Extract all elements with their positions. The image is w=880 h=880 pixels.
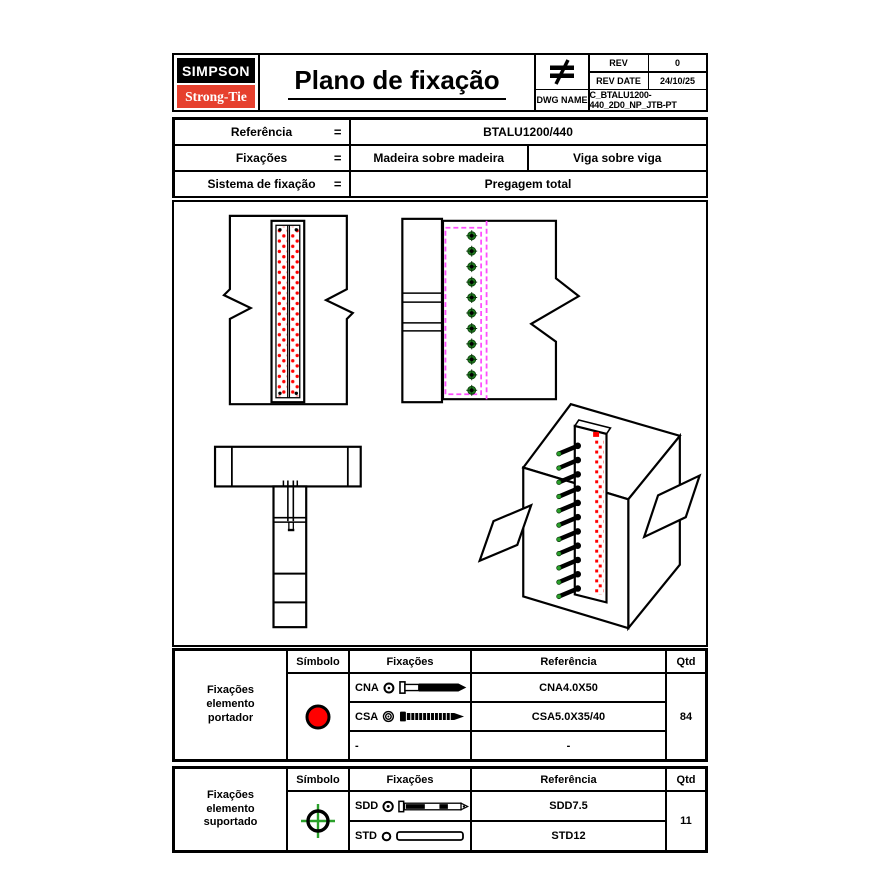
nail-icon bbox=[398, 681, 467, 694]
isometric-view-drawing bbox=[477, 402, 702, 632]
plate-corner-nails bbox=[278, 228, 298, 395]
col-reference: Referência bbox=[472, 769, 665, 790]
col-reference: Referência bbox=[472, 651, 665, 672]
cna-reference: CNA4.0X50 bbox=[472, 674, 665, 701]
supported-qty: 11 bbox=[667, 792, 705, 850]
front-view-drawing bbox=[222, 214, 355, 406]
technical-drawings bbox=[213, 214, 702, 632]
equals-sign: = bbox=[333, 124, 342, 139]
std-head-icon bbox=[381, 831, 392, 841]
plan-view-drawing bbox=[213, 445, 362, 629]
system-value: Pregagem total bbox=[350, 171, 706, 196]
empty-reference: - bbox=[472, 732, 665, 759]
green-crosshair-symbol bbox=[288, 792, 348, 850]
col-fixings: Fixações bbox=[350, 769, 470, 790]
rev-label: REV bbox=[589, 55, 648, 71]
col-fixings: Fixações bbox=[350, 651, 470, 672]
equals-sign: = bbox=[333, 150, 342, 165]
reference-value: BTALU1200/440 bbox=[350, 119, 706, 144]
title-block: SIMPSON Strong-Tie Plano de fixação REV … bbox=[172, 53, 708, 112]
supported-fixings-table: Fixações elemento suportado Símbolo Fixa… bbox=[172, 766, 708, 853]
left-break-wedge bbox=[477, 503, 534, 563]
tube-icon bbox=[396, 831, 464, 841]
reference-table: Referência = BTALU1200/440 Fixações = Ma… bbox=[172, 117, 708, 198]
right-break-wedge bbox=[642, 473, 702, 540]
not-to-scale-icon bbox=[536, 55, 588, 89]
sdd-reference: SDD7.5 bbox=[472, 792, 665, 820]
supported-group-label: Fixações elemento suportado bbox=[175, 769, 286, 850]
rev-value: 0 bbox=[649, 55, 706, 71]
col-symbol: Símbolo bbox=[288, 651, 348, 672]
carrier-group-label: Fixações elemento portador bbox=[175, 651, 286, 759]
dwg-name-label: DWG NAME bbox=[536, 90, 588, 110]
cna-fixing-cell: CNA bbox=[350, 674, 470, 701]
page-title: Plano de fixação bbox=[288, 65, 506, 100]
csa-reference: CSA5.0X35/40 bbox=[472, 703, 665, 730]
nail-strip bbox=[594, 439, 604, 595]
cna-head-icon bbox=[383, 682, 395, 693]
fixings-value-2: Viga sobre viga bbox=[529, 145, 706, 170]
std-fixing-cell: STD bbox=[350, 822, 470, 850]
simpson-strongtie-logo: SIMPSON Strong-Tie bbox=[174, 55, 260, 110]
csa-fixing-cell: CSA bbox=[350, 703, 470, 730]
fixings-value-1: Madeira sobre madeira bbox=[350, 145, 527, 170]
logo-strongtie: Strong-Tie bbox=[177, 85, 255, 108]
col-qty: Qtd bbox=[667, 651, 705, 672]
revision-table: REV 0 REV DATE 24/10/25 DWG NAME C_BTALU… bbox=[534, 55, 706, 110]
rev-date-value: 24/10/25 bbox=[649, 72, 706, 89]
sdd-head-icon bbox=[382, 800, 394, 812]
dowel-icon bbox=[398, 800, 470, 812]
drawing-area bbox=[172, 200, 708, 647]
logo-simpson: SIMPSON bbox=[177, 58, 255, 83]
col-qty: Qtd bbox=[667, 769, 705, 790]
side-view-drawing bbox=[401, 217, 581, 404]
reference-row-label: Referência = bbox=[174, 119, 349, 144]
col-symbol: Símbolo bbox=[288, 769, 348, 790]
sdd-fixing-cell: SDD bbox=[350, 792, 470, 820]
dwg-name-value: C_BTALU1200-440_2D0_NP_JTB-PT bbox=[589, 90, 706, 110]
empty-fixing-cell: - bbox=[350, 732, 470, 759]
carrier-qty: 84 bbox=[667, 674, 705, 759]
carrier-fixings-table: Fixações elemento portador Símbolo Fixaç… bbox=[172, 648, 708, 762]
std-reference: STD12 bbox=[472, 822, 665, 850]
red-circle-symbol bbox=[288, 674, 348, 759]
drawing-sheet: SIMPSON Strong-Tie Plano de fixação REV … bbox=[172, 53, 708, 853]
csa-head-icon bbox=[383, 710, 395, 723]
rev-date-label: REV DATE bbox=[589, 72, 648, 89]
system-row-label: Sistema de fixação = bbox=[174, 171, 349, 196]
title-cell: Plano de fixação bbox=[260, 55, 534, 110]
fixings-row-label: Fixações = bbox=[174, 145, 349, 170]
equals-sign: = bbox=[333, 176, 342, 191]
screw-icon bbox=[400, 711, 465, 722]
